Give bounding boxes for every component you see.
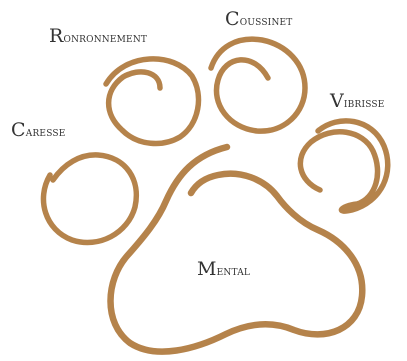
label-initial: C: [225, 8, 240, 30]
label-ronronnement: Ronronnement: [49, 27, 147, 46]
coussinet-toe-stroke: [211, 39, 305, 131]
label-vibrisse: Vibrisse: [330, 92, 385, 111]
label-mental: Mental: [197, 260, 250, 279]
vibrisse-toe-stroke: [300, 121, 387, 211]
label-rest: oussinet: [240, 14, 293, 29]
label-initial: C: [11, 119, 26, 141]
label-rest: aresse: [26, 125, 66, 140]
label-initial: V: [330, 90, 344, 112]
label-rest: ental: [217, 264, 250, 279]
label-initial: R: [49, 25, 64, 47]
label-initial: M: [197, 258, 217, 280]
ronronnement-toe-stroke: [106, 59, 198, 144]
label-rest: onronnement: [64, 31, 148, 46]
caresse-toe-stroke: [43, 155, 136, 243]
label-coussinet: Coussinet: [225, 10, 293, 29]
mental-pad-outer-stroke: [111, 147, 363, 352]
label-rest: ibrisse: [344, 96, 385, 111]
label-caresse: Caresse: [11, 121, 66, 140]
